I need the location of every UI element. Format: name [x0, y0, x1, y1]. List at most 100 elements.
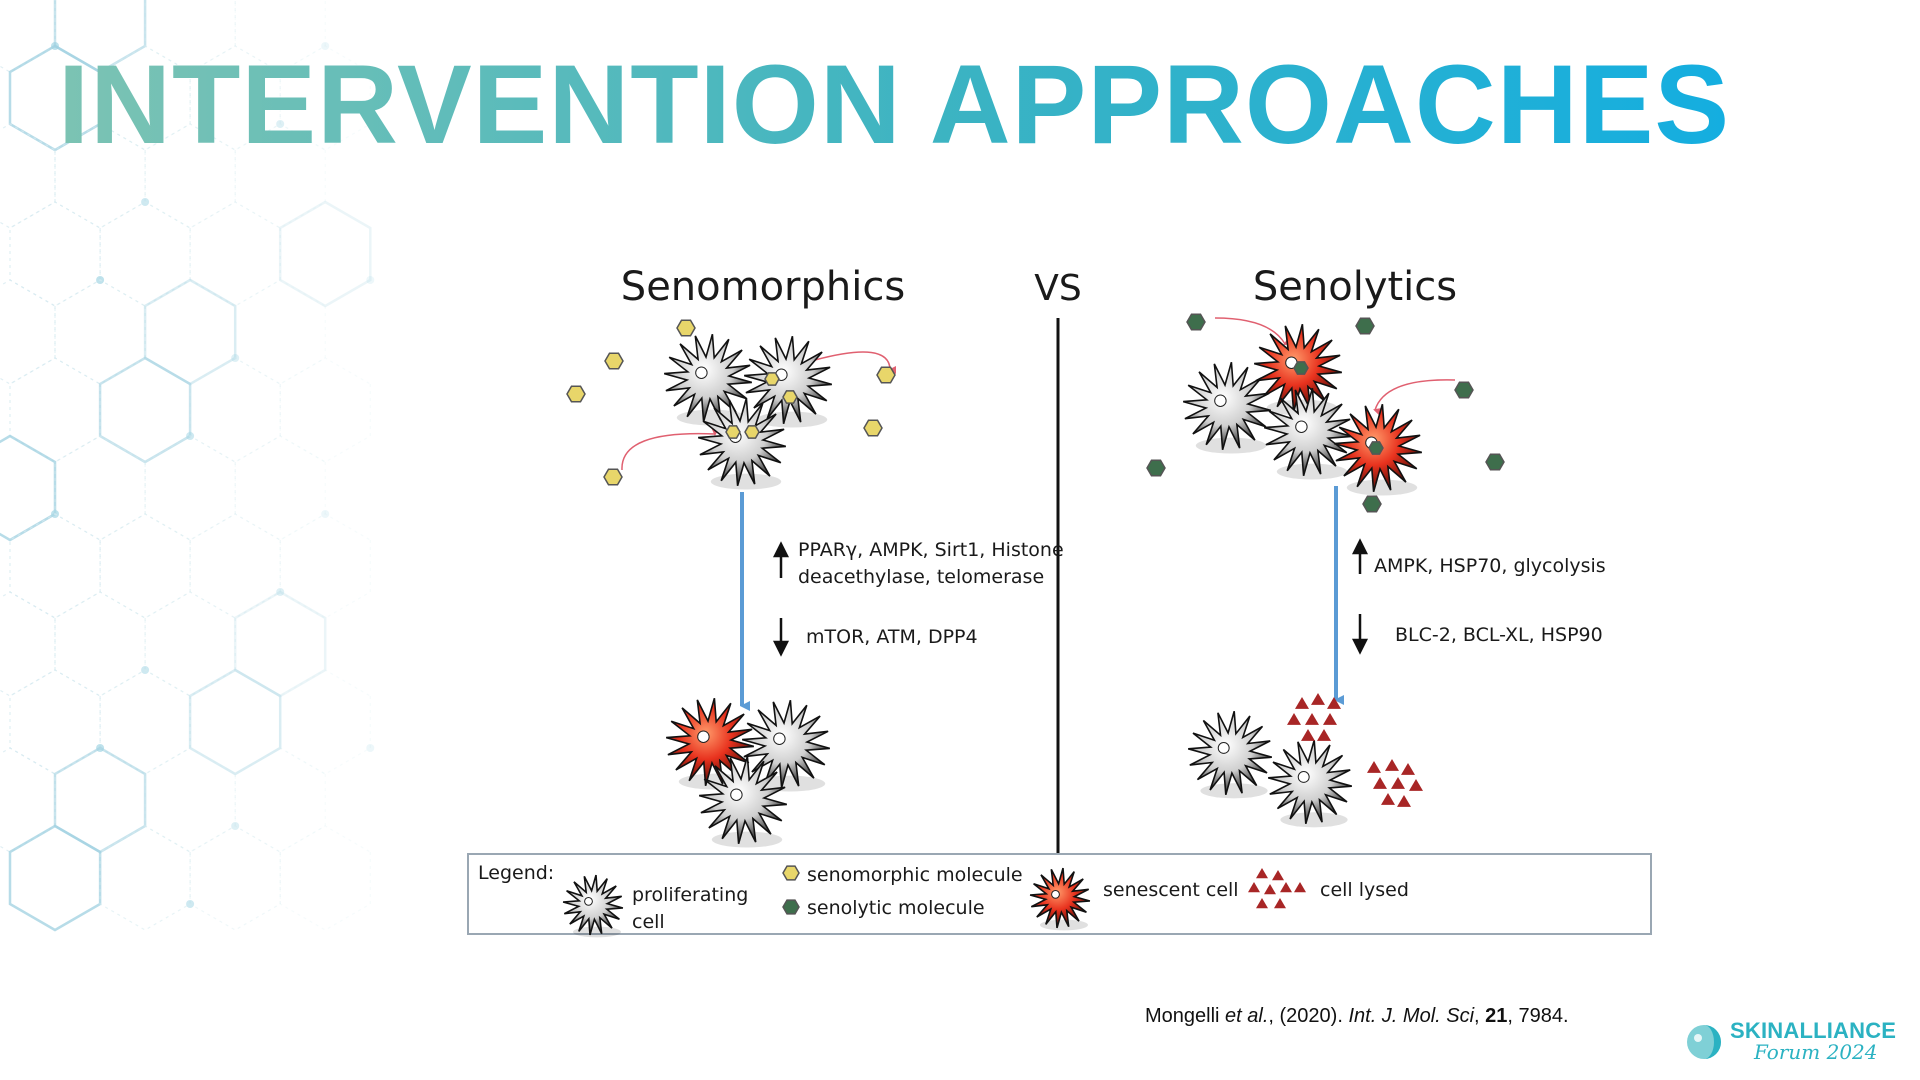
lysed-fragment	[1401, 763, 1415, 775]
legend-lysed-label: cell lysed	[1320, 879, 1409, 901]
lysed-fragment	[1397, 795, 1411, 807]
hexagon-shape	[189, 825, 281, 931]
senolytic-molecule	[1186, 313, 1206, 331]
lysed-fragment	[1373, 777, 1387, 789]
hexagon-dot	[366, 744, 375, 752]
hexagon-shape	[279, 669, 371, 775]
lysed-fragment	[1327, 697, 1341, 709]
legend-senolytic-label: senolytic molecule	[807, 897, 985, 919]
senolytic-molecule	[1454, 381, 1474, 399]
left-down-arrow	[772, 618, 790, 657]
legend-proliferating-label-1: proliferating	[632, 884, 748, 906]
lysed-fragment	[1256, 868, 1268, 879]
citation-sep: ,	[1474, 1005, 1486, 1027]
hexagon-dot	[276, 588, 285, 596]
citation-pages: , 7984.	[1507, 1005, 1569, 1027]
senomorphic-molecule	[603, 468, 623, 486]
hexagon-shape	[279, 357, 371, 463]
senomorphics-header: Senomorphics	[621, 264, 905, 310]
senomorphic-molecule	[876, 366, 896, 384]
lysed-fragment	[1367, 761, 1381, 773]
lysed-fragment	[1381, 793, 1395, 805]
legend-box	[467, 853, 1652, 935]
hexagon-shape	[278, 200, 372, 308]
lysed-fragment	[1305, 713, 1319, 725]
hexagon-dot	[366, 276, 375, 284]
right-down-regulated-text: BLC-2, BCL-XL, HSP90	[1395, 624, 1603, 646]
left-up-arrow	[772, 541, 790, 578]
hexagon-dot	[321, 42, 330, 50]
molecule-arrow	[621, 427, 720, 471]
hexagon-shape	[234, 279, 326, 385]
senolytic-molecule	[1293, 361, 1309, 375]
senomorphic-molecule	[764, 372, 780, 386]
lysed-fragment	[1280, 882, 1292, 893]
hexagon-pattern-background	[0, 0, 375, 932]
lysed-fragment	[1409, 779, 1423, 791]
citation-etal: et al.	[1225, 1005, 1269, 1027]
hexagon-dot	[321, 510, 330, 518]
lysed-fragment	[1385, 759, 1399, 771]
citation-authors: Mongelli	[1145, 1005, 1226, 1027]
molecule-arrow	[1214, 317, 1293, 346]
skinalliance-logo: SKINALLIANCE Forum 2024	[1684, 1014, 1914, 1080]
senomorphic-molecule	[676, 319, 696, 337]
lysed-fragment	[1301, 729, 1315, 741]
citation: Mongelli et al., (2020). Int. J. Mol. Sc…	[1145, 1005, 1569, 1028]
vs-label: VS	[1034, 268, 1081, 309]
lysed-fragment	[1295, 697, 1309, 709]
legend-senescent-label: senescent cell	[1103, 879, 1239, 901]
senolytic-molecule	[1368, 441, 1384, 455]
hexagon-dot	[186, 432, 195, 440]
senolytic-molecule	[1146, 459, 1166, 477]
lysed-fragment	[1256, 898, 1268, 909]
lysed-fragment	[1294, 882, 1306, 893]
proliferating-cell	[697, 397, 787, 490]
left-down-regulated-text: mTOR, ATM, DPP4	[806, 626, 978, 648]
senomorphic-molecule	[566, 385, 586, 403]
right-up-regulated-text: AMPK, HSP70, glycolysis	[1374, 555, 1606, 577]
proliferating-cell	[698, 755, 788, 848]
senomorphic-molecule-icon	[782, 865, 800, 881]
senolytic-molecule	[1355, 317, 1375, 335]
legend-proliferating-label-2: cell	[632, 911, 665, 933]
diagram-marks	[562, 313, 1505, 938]
lysed-fragment	[1264, 884, 1276, 895]
legend-senomorphic-label: senomorphic molecule	[807, 864, 1023, 886]
senescent-cell	[1029, 867, 1091, 931]
hexagon-shape	[234, 0, 326, 73]
senolytic-molecule-icon	[782, 899, 800, 915]
citation-year: , (2020).	[1268, 1005, 1349, 1027]
left-up-regulated-text-1: PPARγ, AMPK, Sirt1, Histone	[798, 539, 1064, 561]
hexagon-shape	[189, 513, 281, 619]
lysed-fragment	[1248, 882, 1260, 893]
left-up-regulated-text-2: deacethylase, telomerase	[798, 566, 1044, 588]
senomorphic-molecule	[725, 425, 741, 439]
proliferating-cell	[1263, 387, 1353, 480]
hexagon-shape	[188, 668, 282, 776]
hexagon-dot	[231, 822, 240, 830]
proliferating-cell	[1182, 361, 1272, 454]
hexagon-shape	[234, 747, 326, 853]
senolytic-molecule	[1362, 495, 1382, 513]
hexagon-shape	[279, 45, 371, 151]
hexagon-shape	[189, 201, 281, 307]
hexagon-shape	[279, 513, 371, 619]
lysed-fragment	[1317, 729, 1331, 741]
skinalliance-logo-icon	[1687, 1025, 1721, 1059]
proliferating-cell	[562, 874, 624, 938]
senomorphic-molecule	[863, 419, 883, 437]
senomorphic-molecule	[604, 352, 624, 370]
right-down-arrow	[1351, 614, 1369, 655]
slide-title: INTERVENTION APPROACHES	[58, 42, 1731, 167]
hexagon-shape	[189, 357, 281, 463]
molecule-arrow	[1373, 379, 1456, 416]
hexagon-shape	[234, 123, 326, 229]
hexagon-dot	[231, 354, 240, 362]
hexagon-shape	[189, 45, 281, 151]
brand-sub: Forum 2024	[1754, 1040, 1878, 1064]
molecule-arrow	[814, 351, 897, 374]
proliferating-cell	[663, 333, 753, 426]
lysed-fragment	[1391, 777, 1405, 789]
